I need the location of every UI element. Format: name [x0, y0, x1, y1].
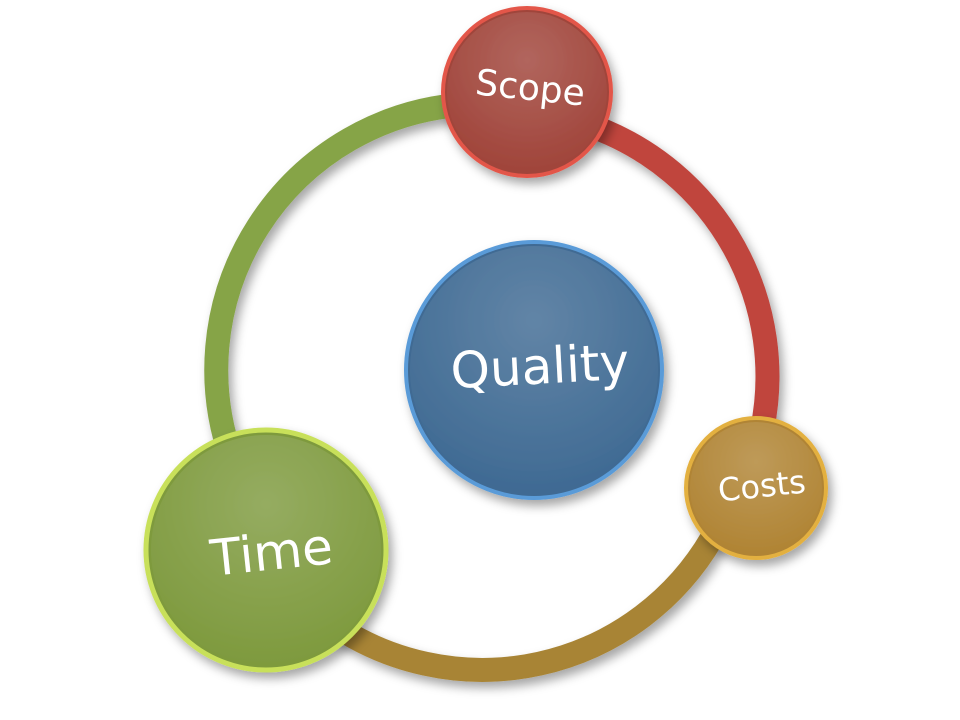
costs-node: Costs	[684, 416, 828, 560]
cycle-ring	[204, 93, 780, 682]
time-node: Time	[143, 427, 389, 673]
quality-label: Quality	[449, 333, 630, 400]
costs-label: Costs	[716, 463, 807, 510]
arc-costs-to-time	[318, 526, 724, 682]
arc-time-to-scope	[204, 93, 470, 472]
arc-scope-to-costs	[582, 115, 780, 442]
quality-node: Quality	[404, 240, 664, 500]
time-label: Time	[207, 517, 336, 588]
scope-node: Scope	[441, 6, 613, 178]
